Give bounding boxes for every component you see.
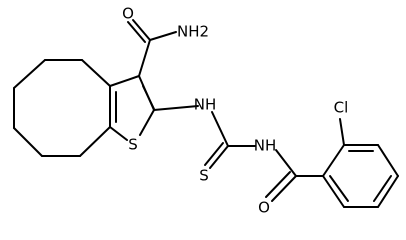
bond [138,39,151,77]
bonds [13,19,399,208]
bond [339,118,345,146]
atom-label-amide-nh2: NH2 [177,23,209,41]
bond [127,21,146,43]
bond [13,59,46,89]
bond [153,105,199,111]
bond [377,175,399,208]
bond [377,144,399,177]
bond [209,145,229,169]
bond [322,144,345,177]
bond [139,109,155,136]
atom-labels: O NH2 S NH NH S Cl O [122,5,348,217]
bond [109,126,128,141]
bond [322,175,345,208]
bond [265,171,291,198]
molecule-structure: O NH2 S NH NH S Cl O [13,5,399,217]
atom-label-carbonyl-oxygen: O [258,199,270,217]
bond [109,75,140,87]
bond [271,175,297,202]
atom-label-thiocarbonyl-sulfur: S [199,167,209,185]
bond [204,142,224,166]
bond [142,85,155,110]
bond [149,31,177,41]
atom-label-nh-2: NH [254,137,277,155]
atom-label-thiophene-sulfur: S [128,136,138,154]
bond [81,59,111,87]
bond [79,126,111,157]
bond [329,175,349,202]
bond [132,19,151,41]
atom-label-amide-oxygen: O [122,5,134,23]
atom-label-chlorine: Cl [334,99,349,117]
bond [13,127,43,157]
bond [373,175,392,202]
bond [275,149,297,177]
atom-label-nh-1: NH [194,96,217,114]
bond [211,111,229,147]
